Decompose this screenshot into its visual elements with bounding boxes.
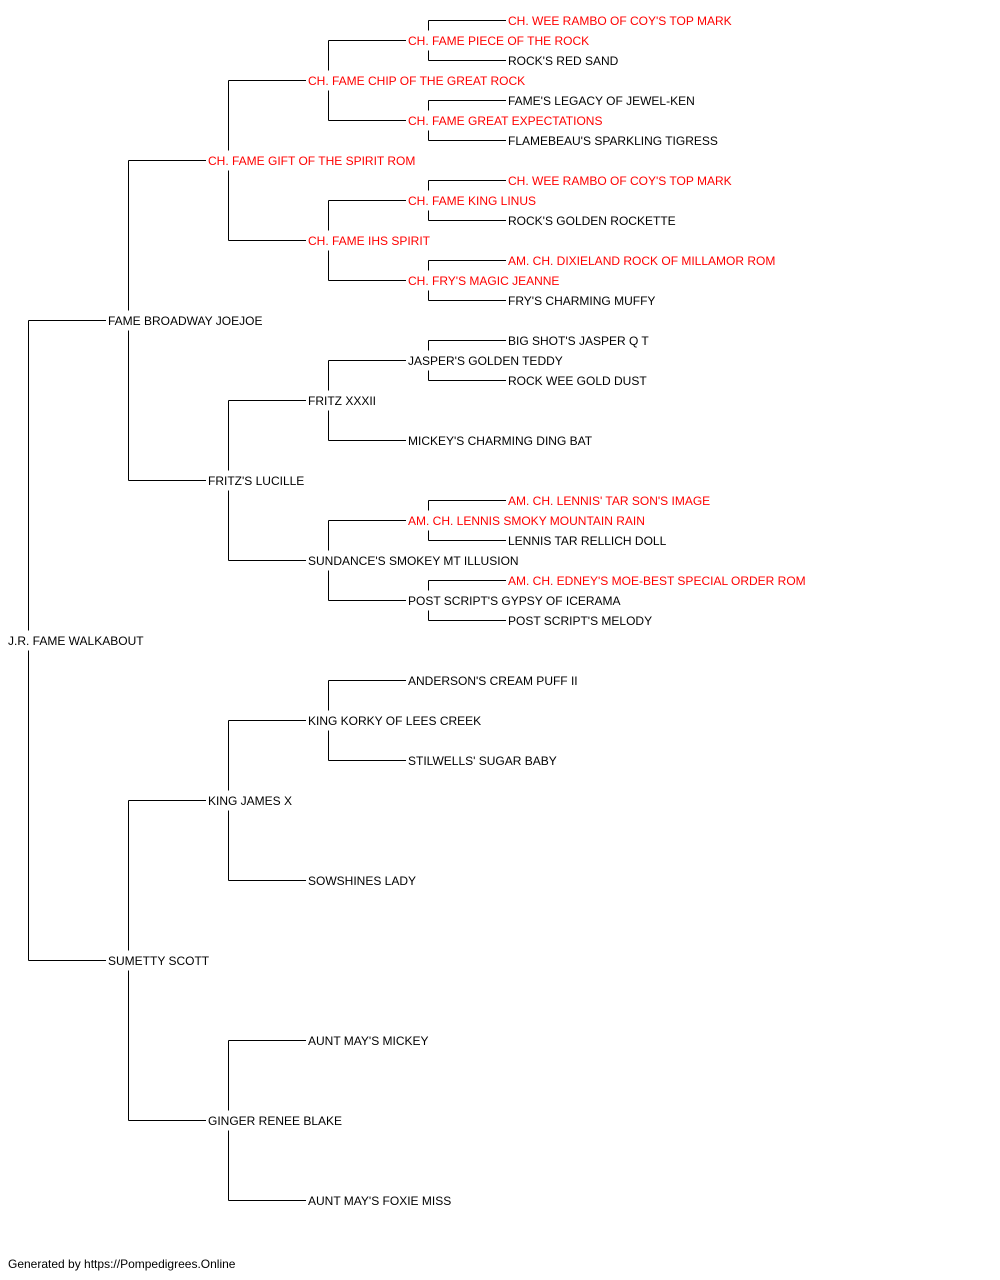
dog-rock-wee-gold-dust: ROCK WEE GOLD DUST: [508, 374, 647, 388]
dog-aunt-may-s-mickey: AUNT MAY'S MICKEY: [308, 1034, 429, 1048]
dog-am-ch-lennis-smoky-mountain-rain: AM. CH. LENNIS SMOKY MOUNTAIN RAIN: [408, 514, 645, 528]
dog-sundance-s-smokey-mt-illusion: SUNDANCE'S SMOKEY MT ILLUSION: [308, 554, 519, 568]
dog-ch-fame-king-linus: CH. FAME KING LINUS: [408, 194, 537, 208]
dog-am-ch-dixieland-rock-of-millamor-rom: AM. CH. DIXIELAND ROCK OF MILLAMOR ROM: [508, 254, 776, 268]
dog-ginger-renee-blake: GINGER RENEE BLAKE: [208, 1114, 343, 1128]
dog-post-script-s-gypsy-of-icerama: POST SCRIPT'S GYPSY OF ICERAMA: [408, 594, 621, 608]
dog-ch-fry-s-magic-jeanne: CH. FRY'S MAGIC JEANNE: [408, 274, 560, 288]
dog-fame-broadway-joejoe: FAME BROADWAY JOEJOE: [108, 314, 263, 328]
dog-king-korky-of-lees-creek: KING KORKY OF LEES CREEK: [308, 714, 482, 728]
dog-ch-fame-ihs-spirit: CH. FAME IHS SPIRIT: [308, 234, 431, 248]
dog-ch-fame-gift-of-the-spirit-rom: CH. FAME GIFT OF THE SPIRIT ROM: [208, 154, 416, 168]
dog-ch-fame-piece-of-the-rock: CH. FAME PIECE OF THE ROCK: [408, 34, 590, 48]
dog-ch-wee-rambo-of-coy-s-top-mark: CH. WEE RAMBO OF COY'S TOP MARK: [508, 14, 732, 28]
dog-fry-s-charming-muffy: FRY'S CHARMING MUFFY: [508, 294, 656, 308]
dog-anderson-s-cream-puff-ii: ANDERSON'S CREAM PUFF II: [408, 674, 578, 688]
dog-jasper-s-golden-teddy: JASPER'S GOLDEN TEDDY: [408, 354, 563, 368]
dog-sowshines-lady: SOWSHINES LADY: [308, 874, 417, 888]
dog-stilwells-sugar-baby: STILWELLS' SUGAR BABY: [408, 754, 557, 768]
dog-aunt-may-s-foxie-miss: AUNT MAY'S FOXIE MISS: [308, 1194, 452, 1208]
dog-mickey-s-charming-ding-bat: MICKEY'S CHARMING DING BAT: [408, 434, 593, 448]
dog-big-shot-s-jasper-q-t: BIG SHOT'S JASPER Q T: [508, 334, 649, 348]
dog-ch-fame-great-expectations: CH. FAME GREAT EXPECTATIONS: [408, 114, 603, 128]
dog-rock-s-golden-rockette: ROCK'S GOLDEN ROCKETTE: [508, 214, 676, 228]
dog-fritz-xxxii: FRITZ XXXII: [308, 394, 377, 408]
dog-ch-fame-chip-of-the-great-rock: CH. FAME CHIP OF THE GREAT ROCK: [308, 74, 526, 88]
dog-sumetty-scott: SUMETTY SCOTT: [108, 954, 210, 968]
dog-fame-s-legacy-of-jewel-ken: FAME'S LEGACY OF JEWEL-KEN: [508, 94, 695, 108]
dog-ch-wee-rambo-of-coy-s-top-mark: CH. WEE RAMBO OF COY'S TOP MARK: [508, 174, 732, 188]
dog-king-james-x: KING JAMES X: [208, 794, 293, 808]
generated-by-footer: Generated by https://Pompedigrees.Online: [8, 1257, 236, 1271]
dog-flamebeau-s-sparkling-tigress: FLAMEBEAU'S SPARKLING TIGRESS: [508, 134, 718, 148]
dog-rock-s-red-sand: ROCK'S RED SAND: [508, 54, 619, 68]
dog-post-script-s-melody: POST SCRIPT'S MELODY: [508, 614, 653, 628]
dog-j-r-fame-walkabout: J.R. FAME WALKABOUT: [8, 634, 144, 648]
dog-lennis-tar-rellich-doll: LENNIS TAR RELLICH DOLL: [508, 534, 667, 548]
dog-fritz-s-lucille: FRITZ'S LUCILLE: [208, 474, 305, 488]
dog-am-ch-lennis-tar-son-s-image: AM. CH. LENNIS' TAR SON'S IMAGE: [508, 494, 711, 508]
dog-am-ch-edney-s-moe-best-special-order-rom: AM. CH. EDNEY'S MOE-BEST SPECIAL ORDER R…: [508, 574, 806, 588]
